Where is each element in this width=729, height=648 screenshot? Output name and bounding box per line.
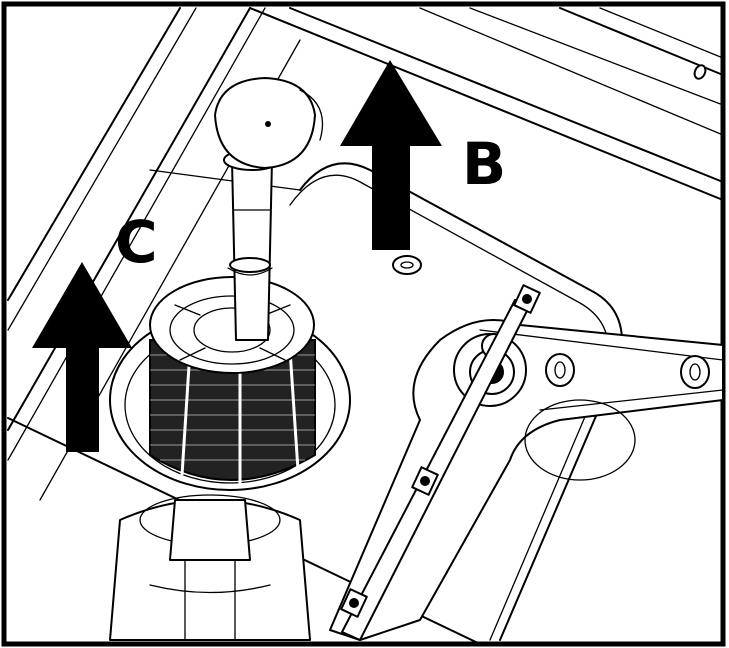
- arrow-up-icon: [32, 262, 132, 452]
- arrow-up-icon: [340, 60, 442, 250]
- label-c: C: [115, 208, 158, 276]
- label-b: B: [462, 130, 506, 198]
- feed-tube: [340, 284, 541, 641]
- filter-handle: [214, 77, 324, 341]
- cabinet-edge-top: [249, 7, 724, 201]
- sump-assembly: [109, 494, 311, 641]
- mesh-filter: [149, 276, 316, 485]
